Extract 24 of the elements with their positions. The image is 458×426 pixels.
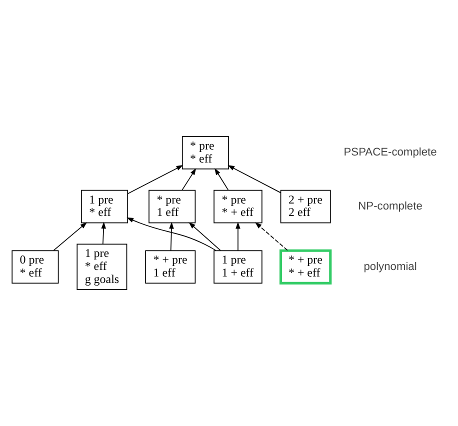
arrow: [182, 168, 196, 190]
node-box: * pre 1 eff: [148, 190, 196, 224]
node-box: * pre * + eff: [214, 190, 262, 224]
arrow: [53, 222, 88, 251]
arrow: [169, 222, 174, 251]
label: NP-complete: [358, 200, 422, 212]
arrow: [228, 165, 281, 194]
arrow: [254, 222, 288, 251]
arrow: [126, 218, 216, 251]
node-box: * + pre * + eff: [279, 249, 332, 284]
arrow: [127, 165, 184, 194]
node-box: 2 + pre 2 eff: [280, 190, 331, 224]
node-box: 0 pre * eff: [12, 250, 59, 284]
arrow: [101, 222, 106, 245]
node-box: 1 pre * eff g goals: [76, 244, 128, 290]
label: PSPACE-complete: [344, 146, 437, 159]
arrow: [236, 222, 240, 251]
node-box: * + pre 1 eff: [145, 250, 196, 284]
arrow: [188, 222, 221, 251]
node-box: * pre * eff: [182, 136, 229, 170]
label: polynomial: [364, 260, 417, 273]
arrow: [214, 168, 229, 190]
node-box: 1 pre 1 + eff: [214, 250, 262, 284]
node-box: 1 pre * eff: [80, 190, 128, 224]
